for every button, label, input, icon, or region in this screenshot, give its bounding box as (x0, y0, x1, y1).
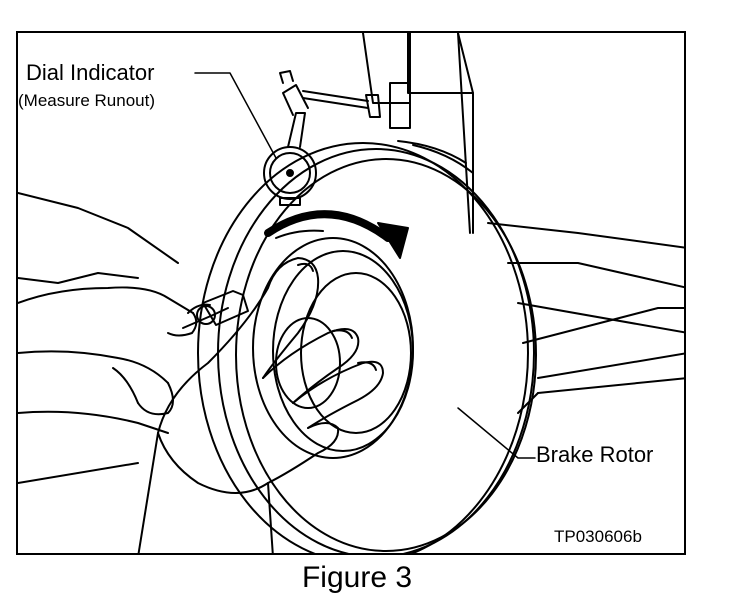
brake-rotor (197, 140, 537, 553)
right-hand (137, 257, 384, 553)
suspension-strut (362, 33, 474, 234)
part-code: TP030606b (554, 527, 642, 546)
dial-indicator (263, 70, 387, 206)
dial-indicator-note: (Measure Runout) (18, 91, 156, 110)
figure-caption: Figure 3 (0, 563, 736, 593)
left-background (18, 192, 179, 484)
brake-rotor-leader (457, 407, 536, 459)
brake-rotor-label: Brake Rotor (536, 442, 654, 467)
left-hand (18, 286, 229, 434)
dial-indicator-label: Dial Indicator (26, 60, 155, 85)
rotor-hub (252, 229, 414, 459)
figure-caption-text: Figure 3 (301, 561, 413, 594)
lower-control-arm (487, 222, 684, 414)
tire-valve-stem (196, 290, 249, 326)
figure-frame: Dial Indicator (Measure Runout) Brake Ro… (16, 31, 686, 555)
rotation-arrow (264, 210, 409, 259)
dial-indicator-leader (194, 72, 277, 159)
brake-rotor-illustration (18, 33, 684, 553)
